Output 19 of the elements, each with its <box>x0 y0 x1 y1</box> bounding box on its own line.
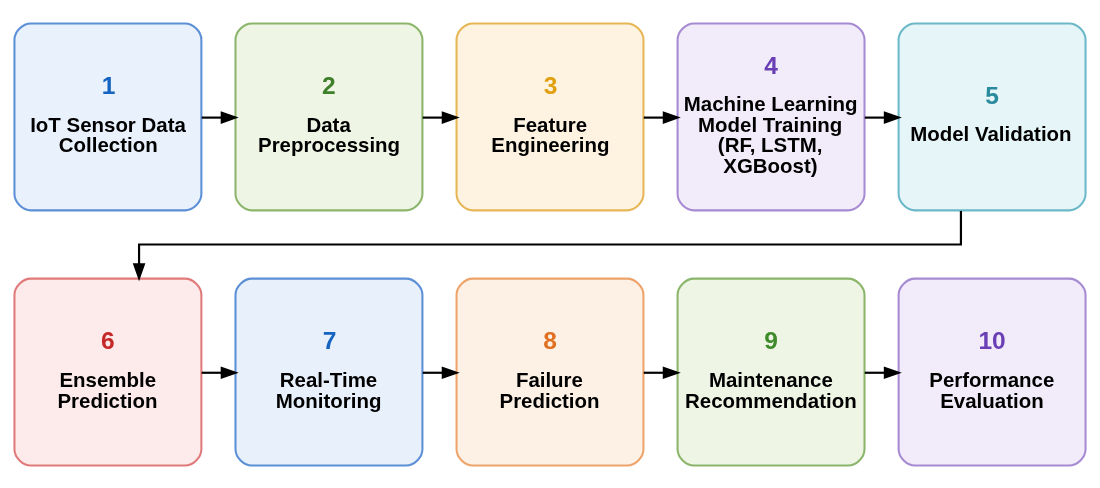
arrow <box>864 110 902 124</box>
arrow <box>864 365 902 379</box>
node-box: 8 Failure Prediction <box>455 277 645 467</box>
node-box: 7 Real-Time Monitoring <box>234 277 424 467</box>
node-box: 3 Feature Engineering <box>455 21 645 211</box>
arrow <box>132 210 962 281</box>
arrow <box>422 365 460 379</box>
arrow <box>643 110 681 124</box>
node-box: 6 Ensemble Prediction <box>13 277 203 467</box>
node-box: 10 Performance Evaluation <box>897 277 1087 467</box>
node-box: 1 IoT Sensor Data Collection <box>13 21 203 211</box>
node-box: 2 Data Preprocessing <box>234 21 424 211</box>
node-box: 4 Machine Learning Model Training (RF, LSTM, XGBoost) <box>676 21 866 211</box>
arrow <box>422 110 460 124</box>
arrow <box>643 365 681 379</box>
node-box: 5 Model Validation <box>897 21 1087 211</box>
node-box: 9 Maintenance Recommendation <box>676 277 866 467</box>
arrow <box>201 365 239 379</box>
arrow <box>201 110 239 124</box>
